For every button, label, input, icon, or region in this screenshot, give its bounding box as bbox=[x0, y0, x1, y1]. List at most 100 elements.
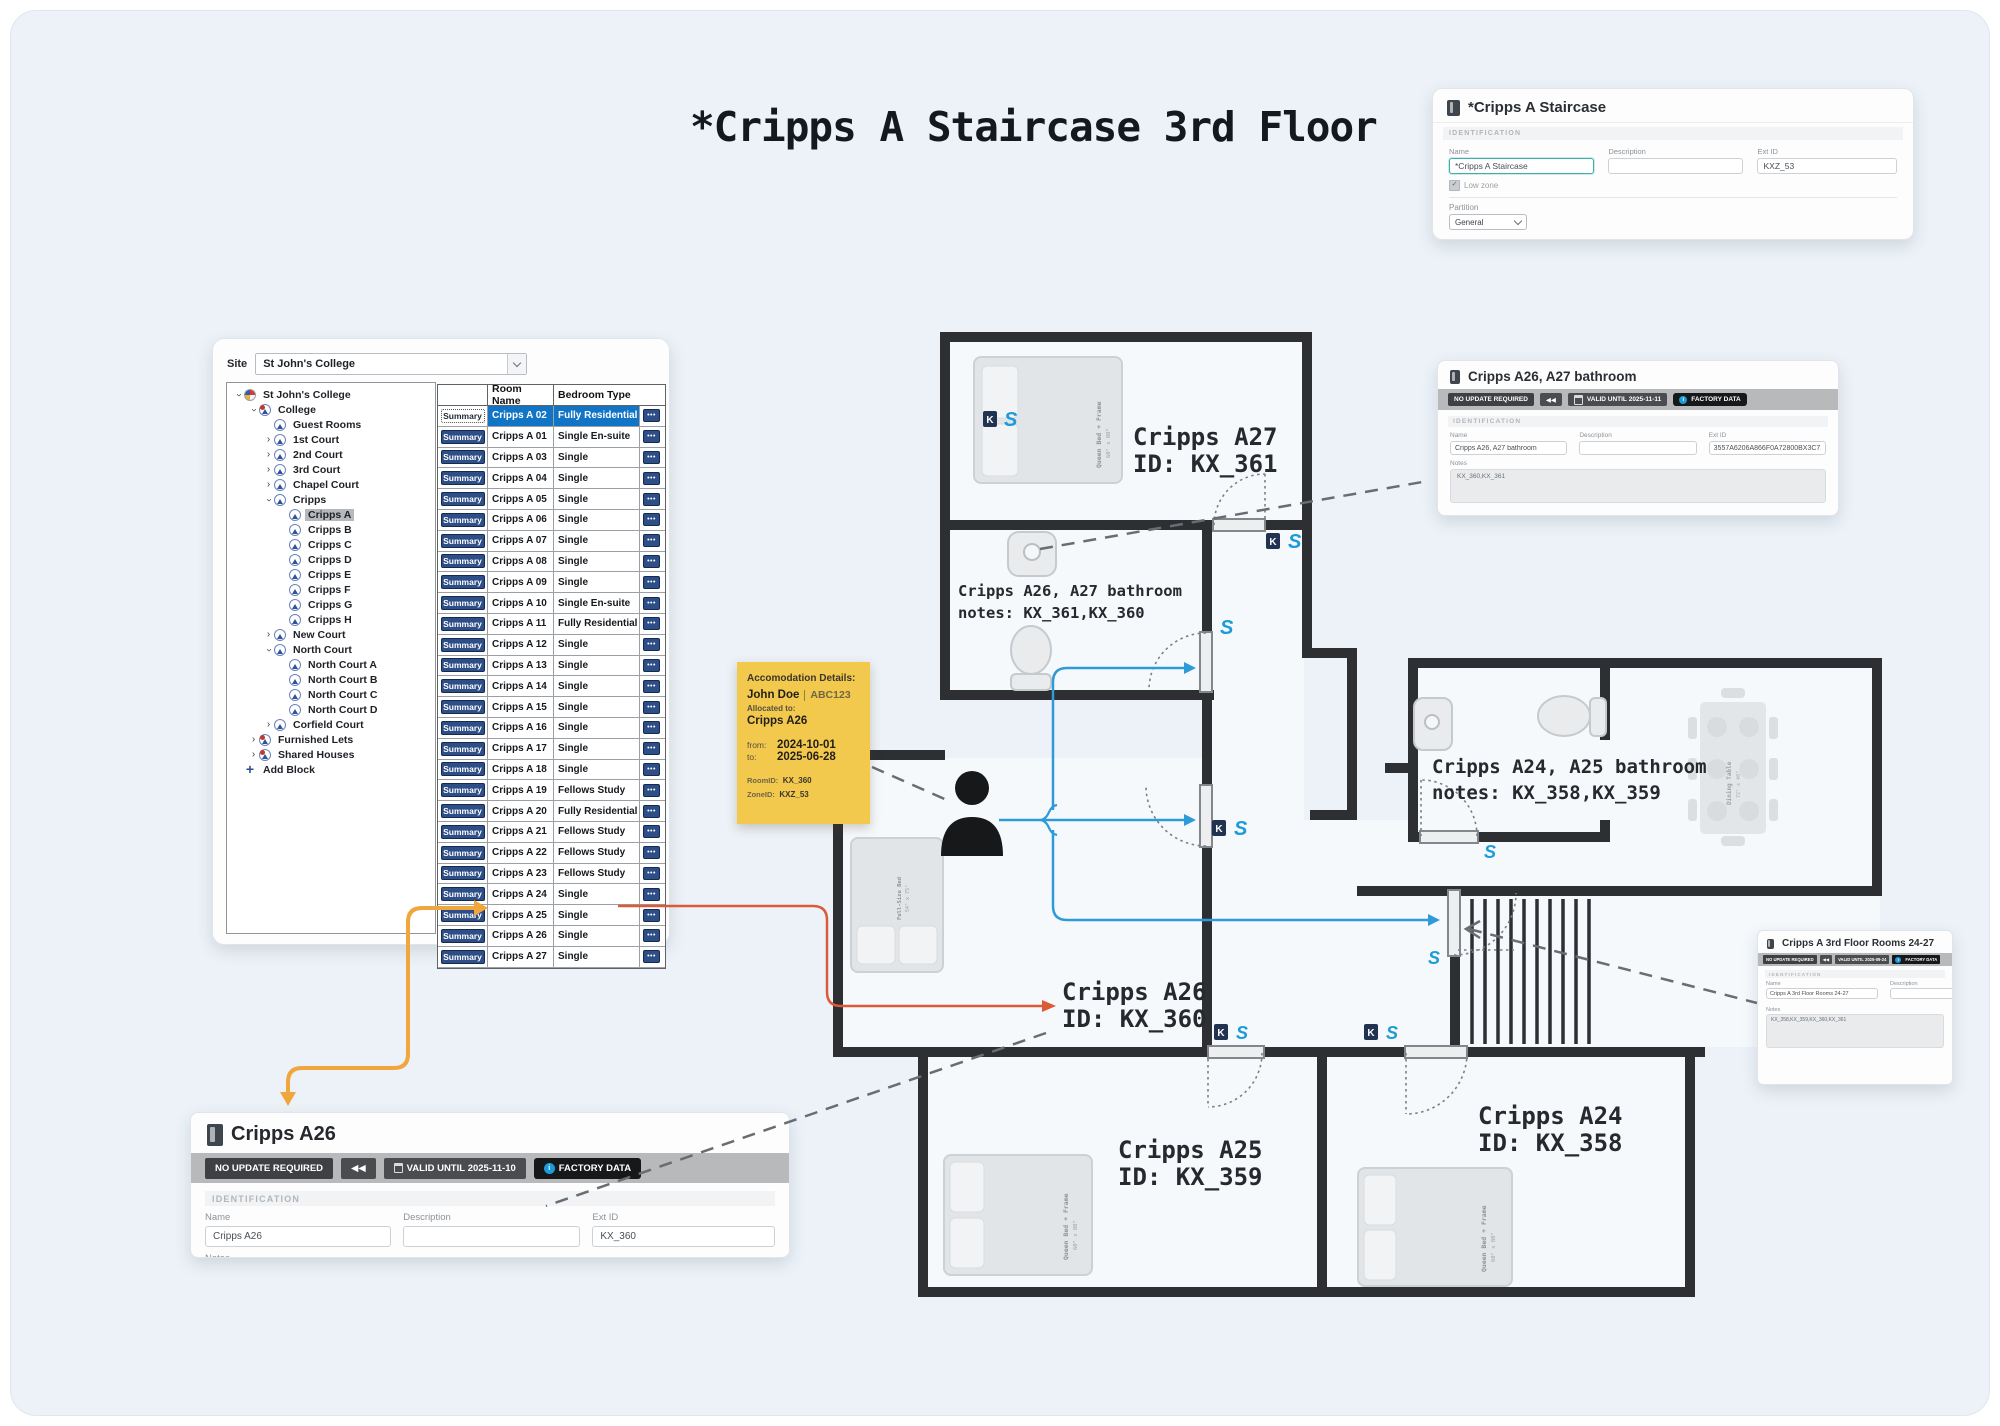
row-menu-button[interactable]: ••• bbox=[643, 471, 660, 485]
row-menu-button[interactable]: ••• bbox=[643, 887, 660, 901]
tree-caret-icon[interactable]: › bbox=[233, 392, 245, 397]
low-zone-checkbox[interactable]: ✓ bbox=[1449, 180, 1460, 191]
summary-button[interactable]: Summary bbox=[440, 512, 485, 527]
tree-item-guest-rooms[interactable]: Guest Rooms bbox=[227, 417, 435, 432]
tree-item-1st-court[interactable]: ›1st Court bbox=[227, 432, 435, 447]
summary-button[interactable]: Summary bbox=[440, 450, 485, 465]
rewind-button[interactable]: ◀◀ bbox=[341, 1157, 376, 1179]
row-menu-button[interactable]: ••• bbox=[643, 450, 660, 464]
no-update-badge[interactable]: NO UPDATE REQUIRED bbox=[205, 1157, 334, 1179]
tree-item-add-block[interactable]: +Add Block bbox=[227, 762, 435, 777]
name-field[interactable] bbox=[1766, 988, 1878, 999]
tree-item-shared-houses[interactable]: ›Shared Houses bbox=[227, 747, 435, 762]
description-field[interactable] bbox=[1579, 441, 1697, 455]
summary-button[interactable]: Summary bbox=[440, 949, 485, 964]
partition-select[interactable]: General bbox=[1449, 214, 1527, 230]
tree-item-cripps-b[interactable]: Cripps B bbox=[227, 522, 435, 537]
tree-item-north-court-c[interactable]: North Court C bbox=[227, 687, 435, 702]
row-menu-button[interactable]: ••• bbox=[643, 575, 660, 589]
tree-caret-icon[interactable]: › bbox=[266, 628, 271, 640]
summary-button[interactable]: Summary bbox=[440, 928, 485, 943]
tree-item-cripps[interactable]: ›Cripps bbox=[227, 492, 435, 507]
tree-item-north-court-b[interactable]: North Court B bbox=[227, 672, 435, 687]
summary-button[interactable]: Summary bbox=[440, 554, 485, 569]
tree-item-chapel-court[interactable]: ›Chapel Court bbox=[227, 477, 435, 492]
tree-caret-icon[interactable]: › bbox=[263, 647, 275, 652]
summary-button[interactable]: Summary bbox=[440, 471, 485, 486]
ext-id-field[interactable] bbox=[592, 1226, 775, 1247]
summary-button[interactable]: Summary bbox=[440, 908, 485, 923]
row-menu-button[interactable]: ••• bbox=[643, 950, 660, 964]
name-field[interactable] bbox=[1450, 441, 1568, 455]
row-menu-button[interactable]: ••• bbox=[643, 596, 660, 610]
tree-item-2nd-court[interactable]: ›2nd Court bbox=[227, 447, 435, 462]
row-menu-button[interactable]: ••• bbox=[643, 409, 660, 423]
row-menu-button[interactable]: ••• bbox=[643, 430, 660, 444]
row-menu-button[interactable]: ••• bbox=[643, 638, 660, 652]
ext-id-field[interactable] bbox=[1708, 441, 1826, 455]
tree-caret-icon[interactable]: › bbox=[251, 733, 256, 745]
summary-button[interactable]: Summary bbox=[440, 887, 485, 902]
name-field[interactable] bbox=[1449, 158, 1595, 174]
tree-item-cripps-f[interactable]: Cripps F bbox=[227, 582, 435, 597]
summary-button[interactable]: Summary bbox=[440, 616, 485, 631]
summary-button[interactable]: Summary bbox=[440, 679, 485, 694]
row-menu-button[interactable]: ••• bbox=[643, 804, 660, 818]
tree-item-cripps-a[interactable]: Cripps A bbox=[227, 507, 435, 522]
ext-id-field[interactable] bbox=[1757, 158, 1897, 174]
tree-item-cripps-c[interactable]: Cripps C bbox=[227, 537, 435, 552]
summary-button[interactable]: Summary bbox=[440, 741, 485, 756]
summary-button[interactable]: Summary bbox=[440, 783, 485, 798]
summary-button[interactable]: Summary bbox=[440, 866, 485, 881]
summary-button[interactable]: Summary bbox=[440, 637, 485, 652]
tree-item-st-john-s-college[interactable]: ›St John's College bbox=[227, 387, 435, 402]
tree-item-cripps-e[interactable]: Cripps E bbox=[227, 567, 435, 582]
tree-caret-icon[interactable]: › bbox=[266, 718, 271, 730]
description-field[interactable] bbox=[1608, 158, 1744, 174]
summary-button[interactable]: Summary bbox=[440, 429, 485, 444]
no-update-badge[interactable]: NO UPDATE REQUIRED bbox=[1448, 393, 1534, 406]
name-field[interactable] bbox=[205, 1226, 392, 1247]
notes-field[interactable]: KX_358,KX_359,KX_360,KX_361 bbox=[1766, 1014, 1944, 1048]
rewind-button[interactable]: ◀◀ bbox=[1539, 393, 1562, 406]
row-menu-button[interactable]: ••• bbox=[643, 721, 660, 735]
row-menu-button[interactable]: ••• bbox=[643, 783, 660, 797]
tree-caret-icon[interactable]: › bbox=[266, 463, 271, 475]
notes-field[interactable]: KX_360,KX_361 bbox=[1450, 469, 1826, 503]
row-menu-button[interactable]: ••• bbox=[643, 617, 660, 631]
tree-caret-icon[interactable]: › bbox=[266, 448, 271, 460]
tree-item-north-court-a[interactable]: North Court A bbox=[227, 657, 435, 672]
site-select[interactable]: St John's College bbox=[255, 353, 528, 375]
tree-caret-icon[interactable]: › bbox=[248, 407, 260, 412]
tree-item-3rd-court[interactable]: ›3rd Court bbox=[227, 462, 435, 477]
tree-item-cripps-h[interactable]: Cripps H bbox=[227, 612, 435, 627]
summary-button[interactable]: Summary bbox=[440, 700, 485, 715]
tree-item-corfield-court[interactable]: ›Corfield Court bbox=[227, 717, 435, 732]
tree-item-cripps-g[interactable]: Cripps G bbox=[227, 597, 435, 612]
row-menu-button[interactable]: ••• bbox=[643, 513, 660, 527]
summary-button[interactable]: Summary bbox=[440, 720, 485, 735]
row-menu-button[interactable]: ••• bbox=[643, 700, 660, 714]
summary-button[interactable]: Summary bbox=[440, 596, 485, 611]
row-menu-button[interactable]: ••• bbox=[643, 658, 660, 672]
